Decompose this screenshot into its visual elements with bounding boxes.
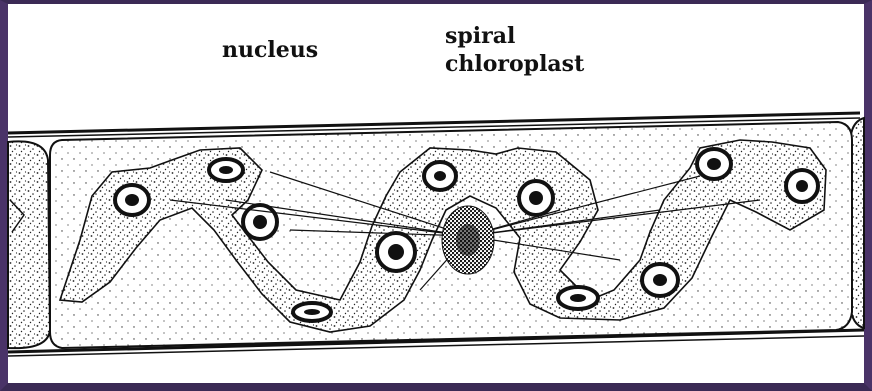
pyrenoid xyxy=(642,264,678,296)
pyrenoid xyxy=(209,159,243,181)
pyrenoid xyxy=(115,185,149,215)
nucleus xyxy=(442,206,494,274)
pyrenoid xyxy=(293,303,331,321)
pyrenoid xyxy=(786,170,818,202)
pyrenoid xyxy=(377,233,415,271)
pyrenoid xyxy=(697,149,731,179)
pyrenoid xyxy=(558,287,598,309)
neighbor-cell-left xyxy=(8,141,50,348)
pyrenoid xyxy=(243,205,277,239)
pyrenoid xyxy=(519,181,553,215)
pyrenoid xyxy=(424,162,456,190)
